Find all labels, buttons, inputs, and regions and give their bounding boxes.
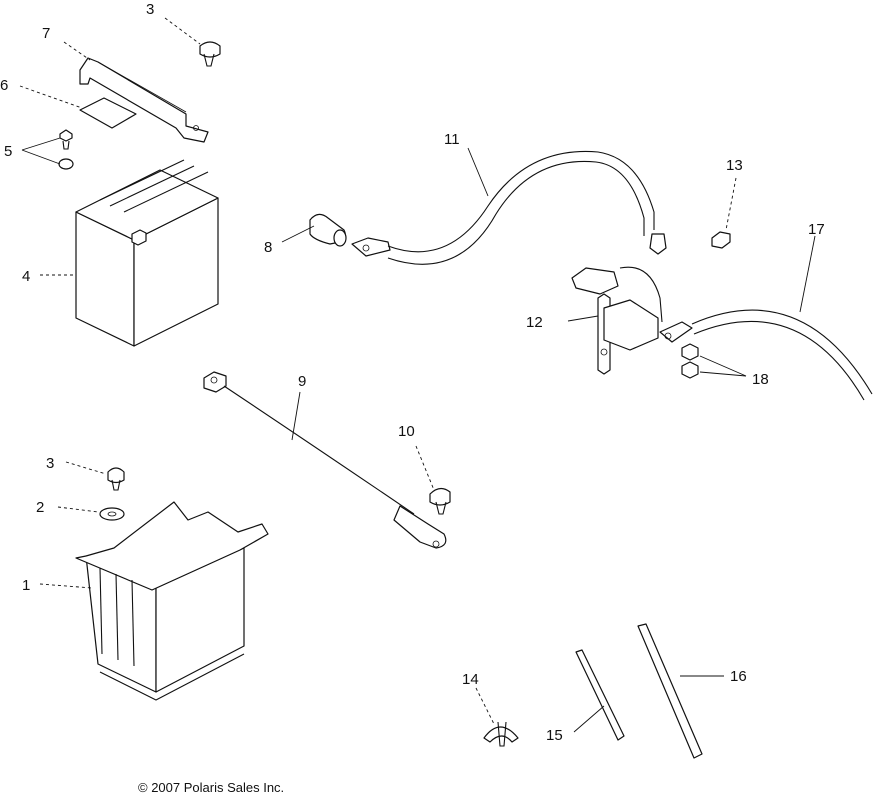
callout-17: 17 (808, 221, 825, 238)
copyright-text: © 2007 Polaris Sales Inc. (138, 780, 284, 793)
callout-4: 4 (22, 268, 30, 285)
callout-13: 13 (726, 157, 743, 174)
part-3-top-rivet (164, 17, 221, 67)
callout-12: 12 (526, 314, 543, 331)
callout-3-top: 3 (146, 1, 154, 18)
callout-7: 7 (42, 25, 50, 42)
callout-16: 16 (730, 668, 747, 685)
part-9-ground-cable (203, 371, 447, 549)
part-17-cable (659, 235, 873, 401)
part-5-bolts (21, 129, 74, 170)
part-8-terminal-boot (281, 213, 347, 247)
callout-8: 8 (264, 239, 272, 256)
callout-3-lower: 3 (46, 455, 54, 472)
callout-18: 18 (752, 371, 769, 388)
part-3-lower-rivet (65, 461, 125, 491)
callout-2: 2 (36, 499, 44, 516)
part-10-rivet (415, 445, 451, 515)
callout-1: 1 (22, 577, 30, 594)
part-12-solenoid (567, 266, 663, 375)
callout-11: 11 (444, 131, 460, 148)
part-2-washer (57, 506, 125, 521)
callout-15: 15 (546, 727, 563, 744)
callout-9: 9 (298, 373, 306, 390)
part-6-decal (19, 85, 137, 129)
part-11-cable (351, 147, 667, 265)
callout-14: 14 (462, 671, 479, 688)
callout-6: 6 (0, 77, 8, 94)
part-16-cable-tie (637, 623, 724, 759)
callout-10: 10 (398, 423, 415, 440)
part-14-clip (475, 687, 519, 747)
part-4-battery (40, 159, 219, 347)
part-15-cable-tie (573, 649, 625, 741)
part-7-hold-down-strap (63, 41, 209, 143)
part-1-battery-box (39, 501, 269, 701)
part-13-bolt (711, 177, 737, 249)
callout-5: 5 (4, 143, 12, 160)
part-18-nuts (681, 343, 747, 379)
